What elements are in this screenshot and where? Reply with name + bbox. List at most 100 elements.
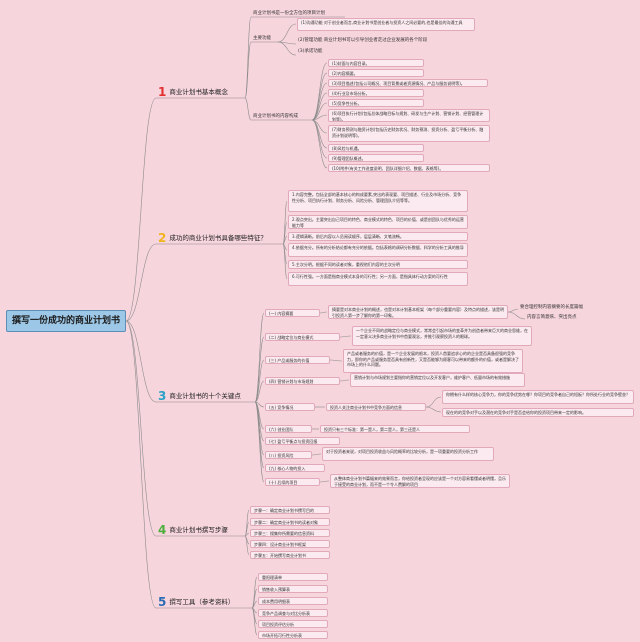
branch-1-number: 1 bbox=[158, 85, 167, 99]
connector-61 bbox=[244, 535, 250, 556]
b3-key-10: (十) 后续的项目 bbox=[265, 478, 320, 486]
b3-key-5-sub-2: 现在的的竞争对手以及潜在的竞争对手是否会给你的投资项目带来一定的影响。 bbox=[442, 408, 634, 417]
branch-1-label: 商业计划书基本概念 bbox=[169, 88, 228, 96]
connector-2 bbox=[125, 243, 157, 322]
connector-23 bbox=[311, 102, 328, 121]
b5-tool-1: 重阳理清单 bbox=[258, 573, 328, 581]
branch-4-label: 商业计划书撰写步骤 bbox=[169, 526, 228, 534]
b3-key-1-sub-1: 要合理控制内容摘要的长度篇幅 bbox=[520, 305, 583, 310]
b1-content-1: (1)封面与内容目录。 bbox=[328, 59, 424, 67]
b2-item-3: 3.逻辑清晰。前后内容以人员阅读顺序，层层清晰、文笔流畅。 bbox=[288, 232, 468, 241]
connector-46 bbox=[507, 308, 519, 313]
b4-step-1: 步骤一：确定商业计划书撰写目的 bbox=[250, 506, 330, 514]
connector-52 bbox=[425, 396, 442, 408]
branch-5-number: 5 bbox=[158, 595, 167, 609]
b1-content-9: (9)管理团队概述。 bbox=[328, 154, 424, 162]
connector-21 bbox=[311, 82, 328, 121]
connector-67 bbox=[251, 607, 258, 636]
connector-55 bbox=[311, 453, 322, 456]
connector-62 bbox=[251, 576, 258, 609]
b5-tool-5: 项目投资评估分析 bbox=[258, 620, 328, 628]
b4-step-2: 步骤二：确定商业计划书的读者对象 bbox=[250, 518, 330, 526]
b5-tool-2: 销售收入预算表 bbox=[258, 585, 328, 593]
b3-key-1-desc: 摘要是对本商业计划的概述，也是对本计划基本框架（每个部分重要内容）及特点的描述，… bbox=[328, 305, 508, 319]
connector-10 bbox=[244, 16, 252, 99]
connector-16 bbox=[277, 23, 297, 43]
connector-58 bbox=[244, 521, 250, 537]
connector-43 bbox=[254, 401, 265, 469]
b5-tool-6: 市场开拓可行性分析表 bbox=[258, 631, 328, 639]
b1-func-2: (2)管理功能 商业计划书可以引导创业者走过企业发展的各个阶段 bbox=[298, 38, 428, 43]
connector-38 bbox=[254, 380, 265, 403]
branch-2-number: 2 bbox=[158, 231, 167, 245]
b3-key-6-desc: 投资只有三个标准：第一是人，第二是人，第三还是人 bbox=[320, 425, 470, 433]
connector-37 bbox=[254, 359, 265, 403]
b2-item-4: 4.依据充分。所有的分析结论都有充分的依据。包括表格的调研分析数据、科学的分析工… bbox=[288, 243, 468, 257]
b5-tool-3: 成本费用明细表 bbox=[258, 597, 328, 605]
connector-44 bbox=[254, 401, 265, 483]
b2-item-6: 6.可行性强。一方面是指商业模式本身的可行性；另一方面，是指具体行动方案的可行性 bbox=[288, 272, 468, 286]
b3-key-7: (七) 盈亏平衡点与投资回报 bbox=[265, 437, 340, 445]
b3-key-8: (八) 投资风险 bbox=[265, 451, 312, 459]
b3-key-3: (三) 产品或服务的价值 bbox=[265, 356, 330, 364]
b3-key-8-desc: 对于投资者来说，对项目投资收益与风险概率的比较分析，是一项重要的投资分析工作 bbox=[322, 447, 494, 461]
b1-content-8: (8)风险与机遇。 bbox=[328, 144, 424, 152]
b3-key-6: (六) 创业团队 bbox=[265, 425, 312, 433]
b1-content-5: (5)竞争性分析。 bbox=[328, 99, 424, 107]
b3-key-5-sub-1: 你拥有什么样的核心竞争力，你的竞争优势在哪？你项目的竞争者自己的短板？你所处行业… bbox=[442, 390, 634, 404]
b1-content-label: 商业计划书的内容构成 bbox=[253, 114, 298, 119]
b1-content-4: (4)行业及市场分析。 bbox=[328, 89, 424, 97]
b3-key-1: (一) 内容摘要 bbox=[265, 309, 320, 317]
connector-64 bbox=[251, 600, 258, 609]
b3-key-10-desc: 从整体商业计划书篇幅来的效果而言，你给投资者呈现的应该是一个对方容易看懂或者明懂… bbox=[330, 474, 510, 488]
connector-35 bbox=[254, 312, 265, 403]
b3-key-9: (九) 核心人物的投入 bbox=[265, 464, 325, 472]
branch-4-number: 4 bbox=[158, 523, 167, 537]
b2-item-1: 1.内容完整。包括全部的基本核心的构成要素,突出的表现要、项目描述、行业及市场分… bbox=[288, 190, 468, 212]
connector-30 bbox=[282, 221, 288, 245]
b3-key-3-desc: 产品或者服务的价值，是一个企业发展的根本，投资人首要追求心的的企业是否具备很强的… bbox=[343, 349, 523, 373]
b3-key-2: (二) 战略定位与商业模式 bbox=[265, 333, 340, 341]
connector-4 bbox=[125, 320, 157, 403]
connector-53 bbox=[425, 406, 442, 413]
connector-6 bbox=[125, 320, 157, 537]
b3-key-4-desc: 营销计划与市场规划主要指你的营销定位以及开发客户，维护客户、低量市场的有效措施 bbox=[350, 373, 525, 387]
connector-63 bbox=[251, 588, 258, 609]
connector-31 bbox=[282, 235, 288, 245]
connector-27 bbox=[311, 119, 328, 159]
b2-item-2: 2.观点突出。主要突出自己项目的特色、商业模式的特色、项目的价值、或是创团队与优… bbox=[288, 215, 468, 229]
b1-content-10: (10)附件(有关工作进度说明、团队详细介绍、数据、表格等)。 bbox=[328, 164, 490, 172]
connector-8 bbox=[125, 320, 157, 609]
connector-12 bbox=[244, 41, 252, 99]
b3-key-5: (五) 竞争情况 bbox=[265, 403, 315, 411]
b5-tool-4: 竞争产品调查与对比分析表 bbox=[258, 609, 328, 617]
root-node[interactable]: 撰写一份成功的商业计划书 bbox=[6, 310, 126, 332]
b3-key-2-desc: 一个企业不同的战略定位与商业模式，常常会引起市场的变革并为创造者带来巨大的商业思… bbox=[352, 326, 532, 346]
b1-func-label: 主要功能 bbox=[253, 36, 271, 41]
connector-0 bbox=[125, 97, 157, 322]
connector-24 bbox=[311, 114, 328, 121]
connector-48 bbox=[339, 335, 352, 338]
b1-content-7: (7)财务预测与融资计划(包括历史财务状况、财务预测、投资分析、盈亏平衡分析、融… bbox=[328, 125, 490, 142]
b1-content-3: (3)项目描述(包括公司概况、项目背景或者资源情况、产品与服务说明等)。 bbox=[328, 79, 488, 87]
connector-45 bbox=[319, 311, 328, 314]
connector-18 bbox=[277, 41, 297, 56]
b4-step-5: 步骤五：开始撰写商业计划书 bbox=[250, 551, 330, 559]
connector-22 bbox=[311, 92, 328, 121]
b3-key-1-sub-2: 内容言简意赅、突出亮点 bbox=[527, 315, 577, 320]
b4-step-4: 步骤四：设计商业计划书框架 bbox=[250, 540, 330, 548]
b1-definition: 商业计划书是一份全方位的项目计划 bbox=[253, 11, 325, 16]
b1-content-6: (6)项目执行计划(包括总体战略目标与规划、研发与生产计划、营销计划、经营管理计… bbox=[328, 109, 490, 122]
b4-step-3: 步骤三：搜集你所需要的信息资料 bbox=[250, 529, 330, 537]
connector-47 bbox=[507, 311, 526, 320]
branch-3-label: 商业计划书的十个关键点 bbox=[169, 392, 241, 400]
connector-29 bbox=[282, 200, 288, 245]
b1-func-3: (3)承诺功能 bbox=[298, 49, 323, 54]
